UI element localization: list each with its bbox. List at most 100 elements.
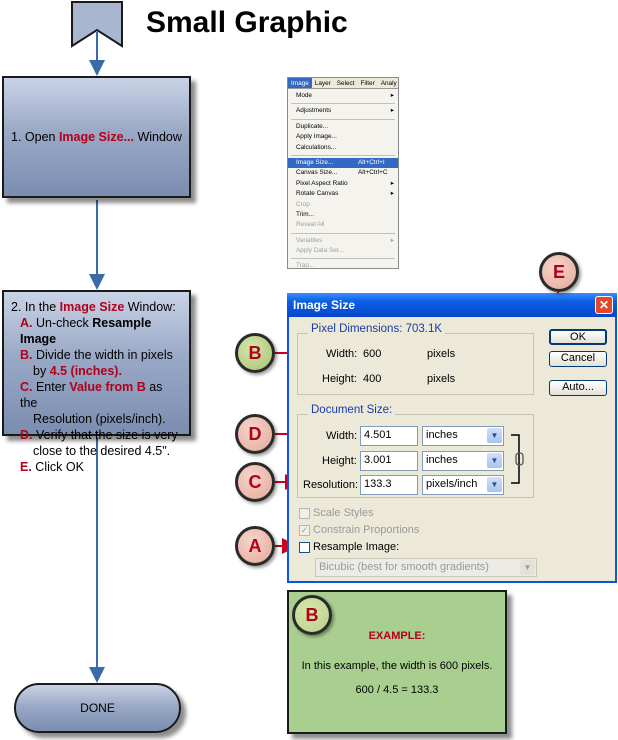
callout-d: D [235, 414, 275, 454]
document-size-label: Document Size: [308, 404, 396, 416]
auto-button[interactable]: Auto... [549, 380, 607, 396]
callout-a: A [235, 526, 275, 566]
resolution-unit: pixels/inch [426, 478, 478, 490]
step2-c-text2: as the [20, 380, 163, 410]
menu-item: Apply Data Set... [288, 246, 398, 256]
scale-styles-checkbox[interactable] [299, 508, 310, 519]
step2-b: B. Divide the width in pixels [11, 347, 182, 363]
flow-step-image-size-instructions: 2. In the Image Size Window: A. Un-check… [2, 290, 191, 474]
menubar-item[interactable]: Select [336, 80, 355, 87]
menu-item[interactable]: Canvas Size...Alt+Ctrl+C [288, 168, 398, 178]
resample-method: Bicubic (best for smooth gradients) [319, 561, 489, 573]
resample-method-select[interactable]: Bicubic (best for smooth gradients) ▼ [315, 558, 537, 577]
chevron-right-icon: ▸ [390, 179, 394, 187]
step2-intro-highlight: Image Size [59, 300, 125, 314]
menu-item[interactable]: Pixel Aspect Ratio ▸ [288, 179, 398, 189]
menu-item-label: Trap... [296, 262, 315, 270]
menu-separator [291, 154, 395, 156]
menu-item-label: Reveal All [296, 221, 325, 229]
step2-c: C. Enter Value from B as the [11, 379, 182, 411]
menu-item-label: Apply Image... [296, 133, 337, 141]
step2-a-letter: A. [20, 316, 33, 330]
pixel-dimensions-group [297, 333, 534, 395]
menu-item-label: Canvas Size... [296, 169, 338, 177]
pixel-width-value: 600 [363, 348, 382, 360]
menubar-item[interactable]: Analy [380, 80, 397, 87]
callout-c: C [235, 462, 275, 502]
step1-suffix: Window [133, 130, 182, 144]
chevron-down-icon: ▼ [487, 453, 502, 468]
close-icon[interactable]: ✕ [595, 296, 613, 314]
menu-item-label: Adjustments [296, 107, 332, 115]
doc-width-input[interactable]: 4.501 [360, 426, 418, 446]
chevron-down-icon: ▼ [487, 477, 502, 492]
menu-item-label: Pixel Aspect Ratio [296, 179, 348, 187]
menu-item[interactable]: Duplicate... [288, 122, 398, 132]
example-box: B EXAMPLE: In this example, the width is… [287, 590, 507, 734]
doc-height-input[interactable]: 3.001 [360, 451, 418, 471]
chevron-down-icon: ▼ [520, 560, 535, 575]
menu-item[interactable]: Apply Image... [288, 132, 398, 142]
step2-e-text: Click OK [31, 460, 84, 474]
step1-highlight: Image Size... [58, 130, 134, 144]
step2-d: D. Verify that the size is very [11, 427, 182, 443]
menu-item[interactable]: Image Size... Alt+Ctrl+I [288, 157, 398, 169]
pixel-height-value: 400 [363, 373, 382, 385]
callout-b-example: B [292, 595, 332, 635]
menubar-item[interactable]: Layer [314, 80, 331, 87]
step2-a: A. Un-check Resample Image [11, 315, 182, 347]
menu-item-label: Rotate Canvas [296, 190, 339, 198]
resample-image-checkbox[interactable] [299, 542, 310, 553]
menu-item[interactable]: Mode▸ [288, 91, 398, 101]
link-icon [511, 434, 524, 484]
menubar-item[interactable]: Filter [360, 80, 375, 87]
resolution-input[interactable]: 133.3 [360, 475, 418, 495]
callout-e: E [539, 252, 579, 292]
step2-c-letter: C. [20, 380, 33, 394]
chevron-right-icon: ▸ [390, 190, 394, 198]
constrain-proportions-label: Constrain Proportions [313, 524, 420, 536]
flow-done: DONE [14, 683, 181, 733]
step2-intro-suffix: Window: [124, 300, 176, 314]
constrain-proportions-checkbox[interactable]: ✓ [299, 525, 310, 536]
menu-item-label: Mode [296, 92, 312, 99]
resolution-unit-select[interactable]: pixels/inch ▼ [422, 475, 504, 495]
menubar-item[interactable]: Image [288, 78, 312, 88]
step2-b-text1: Divide the width in pixels [32, 348, 173, 362]
step1-prefix: 1. Open [11, 130, 59, 144]
step2-a-text: Un-check [32, 316, 93, 330]
menu-item[interactable]: Rotate Canvas ▸ [288, 189, 398, 199]
step2-d-cont: close to the desired 4.5". [33, 444, 171, 458]
menu-item: Reveal All [288, 220, 398, 230]
start-shape [71, 1, 123, 48]
step2-d-letter: D. [20, 428, 33, 442]
pixel-height-unit: pixels [427, 373, 456, 385]
menu-item-label: Calculations... [296, 143, 337, 151]
step2-intro-prefix: 2. In the [11, 300, 60, 314]
example-line1: In this example, the width is 600 pixels… [301, 660, 493, 672]
doc-width-unit: inches [426, 429, 458, 441]
doc-width-unit-select[interactable]: inches ▼ [422, 426, 504, 446]
menu-item[interactable]: Calculations... [288, 143, 398, 153]
menu-item-label: Duplicate... [296, 122, 328, 130]
menu-item-label: Image Size... [296, 158, 334, 166]
resolution-label: Resolution: [303, 479, 359, 491]
menu-item-label: Crop [296, 200, 310, 208]
menu-item[interactable]: Adjustments ▸ [288, 106, 398, 116]
menu-item-shortcut: Alt+Ctrl+I [358, 158, 385, 166]
callout-b: B [235, 333, 275, 373]
doc-height-unit-select[interactable]: inches▼ [422, 451, 504, 471]
chevron-right-icon: ▸ [390, 107, 394, 115]
ok-button[interactable]: OK [549, 329, 607, 345]
image-size-dialog: Image Size ✕ Pixel Dimensions: 703.1K Wi… [287, 293, 617, 583]
cancel-button[interactable]: Cancel [549, 351, 607, 367]
example-line2: 600 / 4.5 = 133.3 [355, 684, 439, 696]
step2-b-cont: by 4.5 (inches). [11, 363, 182, 379]
pixel-width-label: Width: [326, 348, 358, 360]
menu-separator [291, 258, 395, 260]
menu-item: Variables▸ [288, 236, 398, 246]
chevron-down-icon: ▼ [487, 428, 502, 443]
menu-item[interactable]: Trim... [288, 210, 398, 220]
